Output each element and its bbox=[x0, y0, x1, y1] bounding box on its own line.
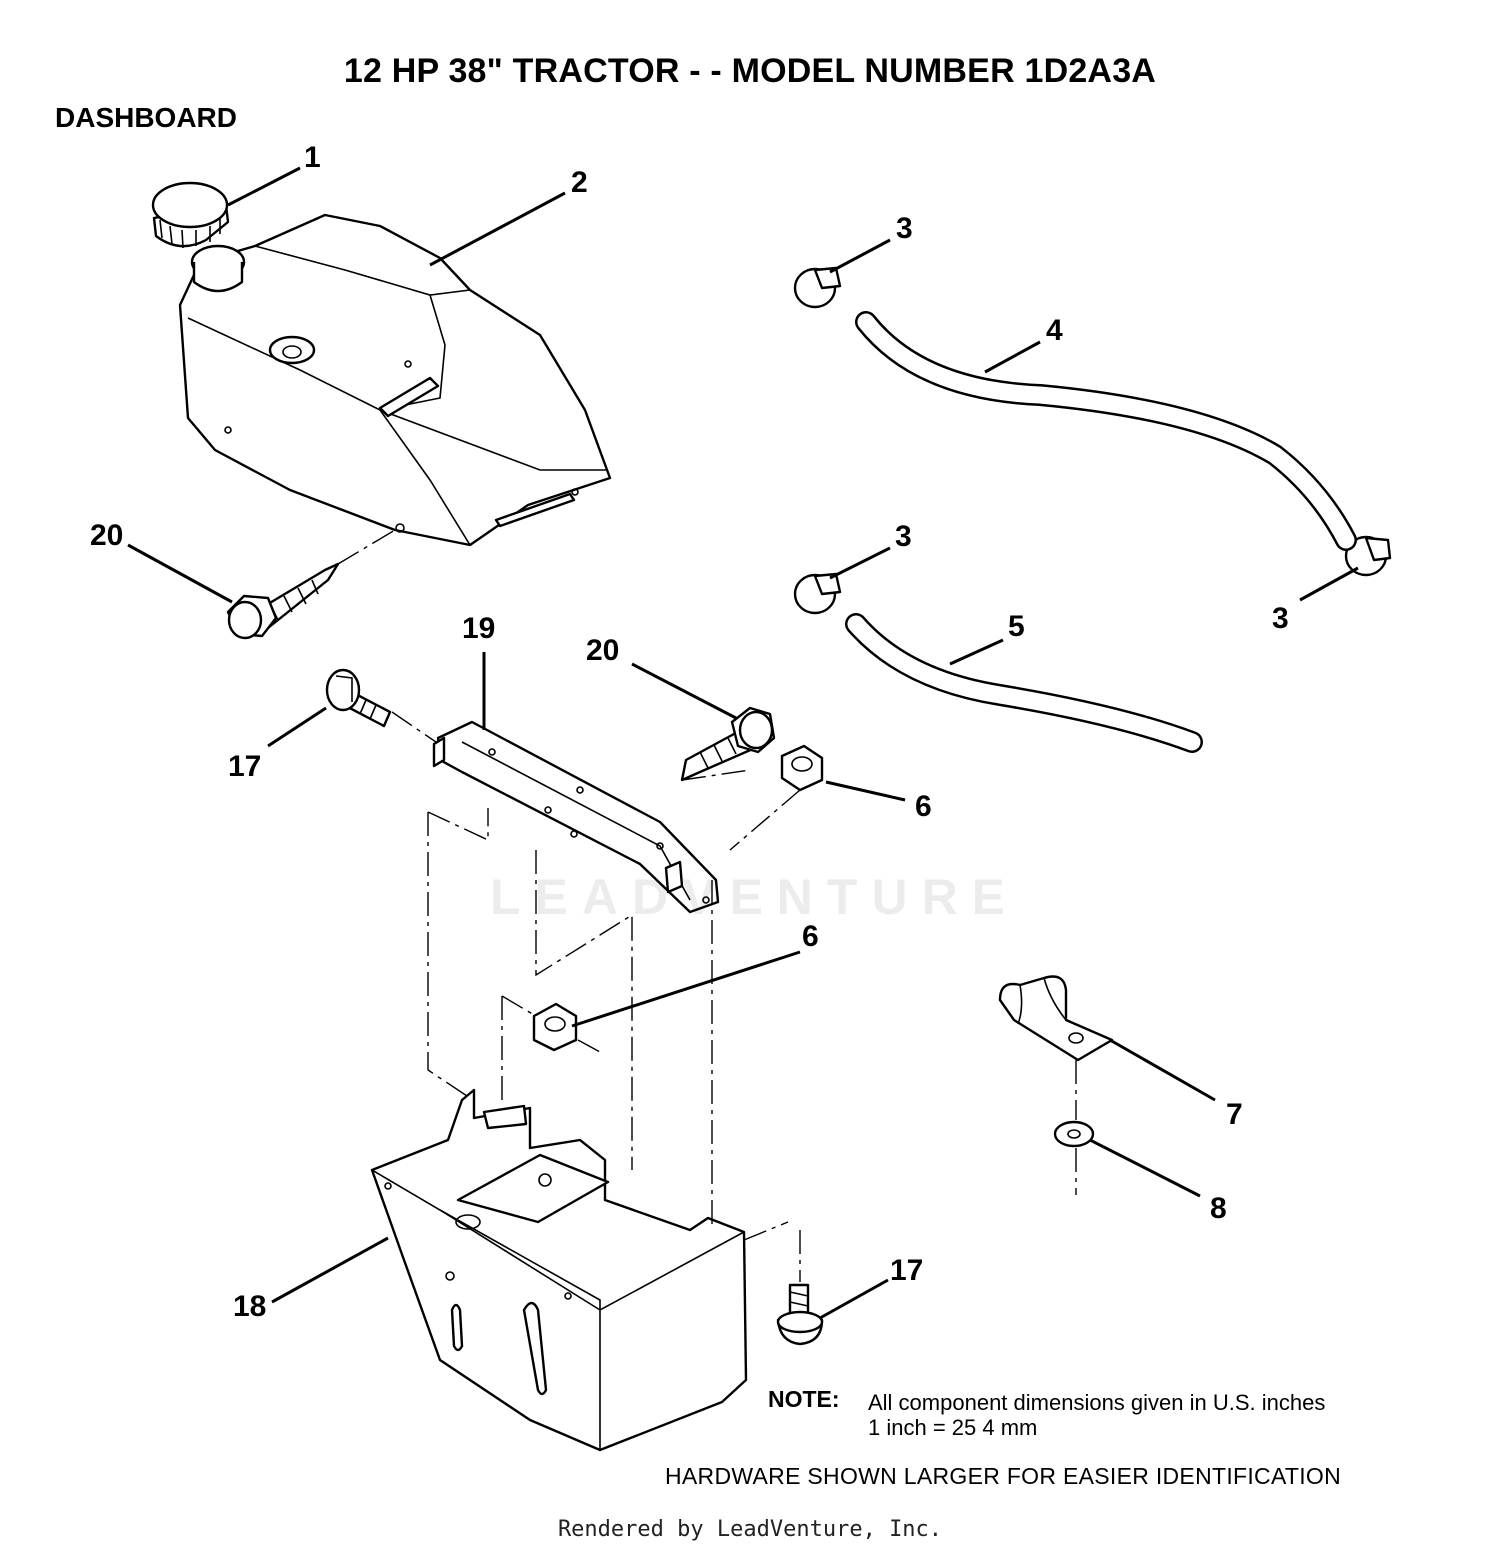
callout-20-lower: 20 bbox=[586, 634, 619, 667]
hose-clamp-right bbox=[1344, 535, 1392, 577]
note-label: NOTE: bbox=[768, 1386, 840, 1412]
washer-part bbox=[1053, 1120, 1095, 1148]
callout-8: 8 bbox=[1210, 1192, 1227, 1225]
hose-clamp-upper-left bbox=[793, 266, 842, 309]
hardware-note: HARDWARE SHOWN LARGER FOR EASIER IDENTIF… bbox=[665, 1463, 1342, 1489]
section-label: DASHBOARD bbox=[55, 102, 237, 133]
callout-3-top: 3 bbox=[896, 212, 913, 245]
callout-4: 4 bbox=[1046, 314, 1063, 347]
diagram-title: 12 HP 38" TRACTOR - - MODEL NUMBER 1D2A3… bbox=[343, 52, 1157, 90]
screw-part-upper bbox=[226, 562, 340, 640]
callout-2: 2 bbox=[571, 166, 588, 199]
rendered-by-footer: Rendered by LeadVenture, Inc. bbox=[557, 1517, 943, 1542]
callout-3-right: 3 bbox=[1272, 602, 1289, 635]
fuel-hose-long-part bbox=[855, 311, 1357, 551]
callout-18: 18 bbox=[233, 1290, 266, 1323]
leadventure-watermark: LEADVENTURE bbox=[490, 869, 1020, 925]
carriage-bolt-lower bbox=[776, 1283, 824, 1346]
hex-nut-lower bbox=[532, 1002, 578, 1052]
assembly-dashed-lines bbox=[337, 529, 1077, 1282]
note-line-2: 1 inch = 25 4 mm bbox=[868, 1415, 1038, 1440]
callout-leader-lines bbox=[127, 166, 1359, 1320]
fuel-hose-short-part bbox=[845, 613, 1203, 753]
callout-1: 1 bbox=[304, 141, 321, 174]
mounting-bracket-part bbox=[432, 720, 720, 914]
callout-7: 7 bbox=[1226, 1098, 1243, 1131]
hose-clamp-lower-left bbox=[793, 572, 842, 615]
callout-numbers: 1 2 3 4 3 3 5 20 19 20 17 6 6 7 8 17 18 bbox=[90, 141, 1289, 1323]
screw-part-lower bbox=[680, 706, 776, 782]
callout-17-upper: 17 bbox=[228, 750, 261, 783]
hex-nut-upper bbox=[780, 744, 824, 792]
callout-6-lower: 6 bbox=[802, 920, 819, 953]
carriage-bolt-upper bbox=[325, 668, 392, 728]
fuel-tank-part bbox=[178, 213, 612, 547]
callout-17-lower: 17 bbox=[890, 1254, 923, 1287]
callout-6-upper: 6 bbox=[915, 790, 932, 823]
callout-19: 19 bbox=[462, 612, 495, 645]
lower-dash-panel-part bbox=[370, 1088, 748, 1452]
callout-20-upper: 20 bbox=[90, 519, 123, 552]
hose-clip-part bbox=[998, 975, 1114, 1062]
callout-5: 5 bbox=[1008, 610, 1025, 643]
note-line-1: All component dimensions given in U.S. i… bbox=[868, 1390, 1326, 1415]
fuel-cap-part bbox=[151, 181, 230, 249]
callout-3-middle: 3 bbox=[895, 520, 912, 553]
